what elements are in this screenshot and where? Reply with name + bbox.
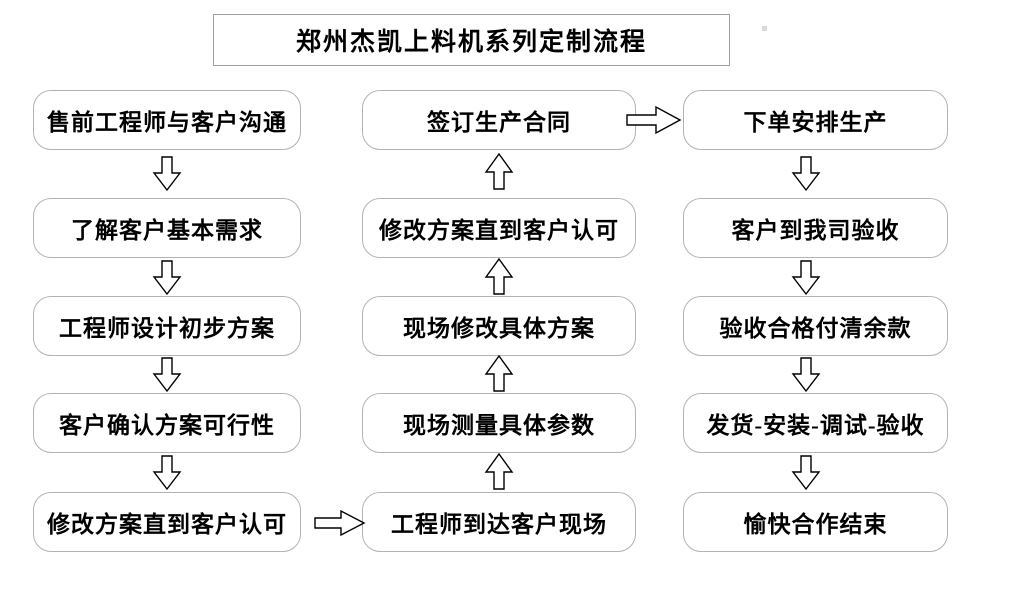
arrow-down-icon-left-4 (152, 455, 182, 491)
arrow-down-icon-left-2 (152, 260, 182, 296)
arrow-up-icon-middle-3 (484, 355, 514, 393)
node-understand-basic-needs: 了解客户基本需求 (33, 198, 301, 258)
node-initial-design-plan: 工程师设计初步方案 (33, 296, 301, 356)
node-engineer-arrives-onsite: 工程师到达客户现场 (362, 492, 636, 552)
arrow-up-icon-middle-2 (484, 258, 514, 296)
arrow-down-icon-right-3 (791, 357, 821, 393)
node-revise-plan-until-approved-1: 修改方案直到客户认可 (33, 492, 301, 552)
node-place-order-production: 下单安排生产 (683, 90, 948, 150)
arrow-right-icon-bottom (314, 509, 366, 537)
arrow-up-icon-middle-1 (484, 153, 514, 191)
node-revise-plan-until-approved-2: 修改方案直到客户认可 (362, 198, 636, 258)
node-presales-communication: 售前工程师与客户沟通 (33, 90, 301, 150)
node-pay-balance-after-acceptance: 验收合格付清余款 (683, 296, 948, 356)
arrow-down-icon-left-1 (152, 156, 182, 192)
node-onsite-modify-plan: 现场修改具体方案 (362, 296, 636, 356)
page-title: 郑州杰凯上料机系列定制流程 (213, 14, 730, 66)
arrow-right-icon-top (626, 104, 682, 136)
node-ship-install-debug-accept: 发货-安装-调试-验收 (683, 393, 948, 453)
arrow-up-icon-middle-4 (484, 453, 514, 491)
node-sign-production-contract: 签订生产合同 (362, 90, 636, 150)
arrow-down-icon-right-2 (791, 260, 821, 296)
node-customer-onsite-acceptance: 客户到我司验收 (683, 198, 948, 258)
arrow-down-icon-right-4 (791, 455, 821, 491)
node-confirm-plan-feasibility: 客户确认方案可行性 (33, 393, 301, 453)
anchor-dot (762, 26, 767, 31)
arrow-down-icon-right-1 (791, 156, 821, 192)
node-happy-cooperation-end: 愉快合作结束 (683, 492, 948, 552)
arrow-down-icon-left-3 (152, 357, 182, 393)
node-onsite-measure-parameters: 现场测量具体参数 (362, 393, 636, 453)
